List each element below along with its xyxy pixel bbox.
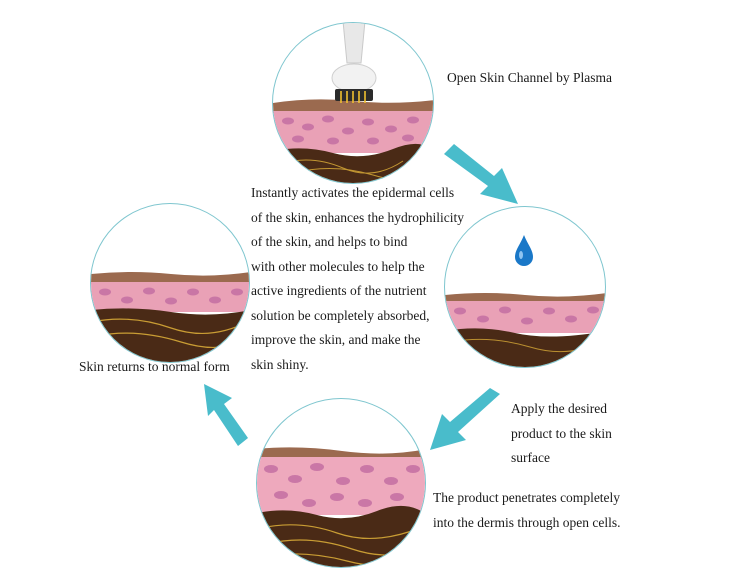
- caption-normal-skin: Skin returns to normal form: [79, 359, 230, 374]
- caption-line: surface: [511, 450, 550, 465]
- flow-arrow-icon: [444, 144, 518, 204]
- caption-line: product to the skin: [511, 425, 612, 441]
- water-droplet-icon: [515, 235, 533, 266]
- caption-line: Apply the desired: [511, 401, 607, 416]
- description-line: with other molecules to help the: [251, 258, 425, 274]
- description-line: Instantly activates the epidermal cells: [251, 185, 455, 200]
- step-circle-penetration: [256, 398, 426, 568]
- description-line: active ingredients of the nutrient: [251, 283, 427, 298]
- description-line: solution be completely absorbed,: [251, 307, 430, 323]
- caption-line: The product penetrates completely: [433, 490, 621, 505]
- flow-arrow-icon: [204, 384, 248, 446]
- description-line: skin shiny.: [251, 356, 309, 372]
- caption-open-skin-channel: Open Skin Channel by Plasma: [447, 70, 612, 85]
- description-line: of the skin, and helps to bind: [251, 234, 408, 249]
- caption-apply-product: Apply the desired product to the skin su…: [511, 397, 612, 471]
- step-circle-apply-product: [444, 206, 606, 368]
- plasma-device-icon: [331, 23, 377, 103]
- flow-arrow-icon: [430, 388, 500, 450]
- step-circle-normal-skin: [90, 203, 250, 363]
- description-line: improve the skin, and make the: [251, 332, 421, 347]
- description-line: of the skin, enhances the hydrophilicity: [251, 209, 464, 225]
- caption-line: into the dermis through open cells.: [433, 514, 621, 530]
- description-block: Instantly activates the epidermal cells …: [251, 181, 464, 377]
- step-circle-plasma: [272, 22, 434, 184]
- caption-penetration: The product penetrates completely into t…: [433, 486, 620, 535]
